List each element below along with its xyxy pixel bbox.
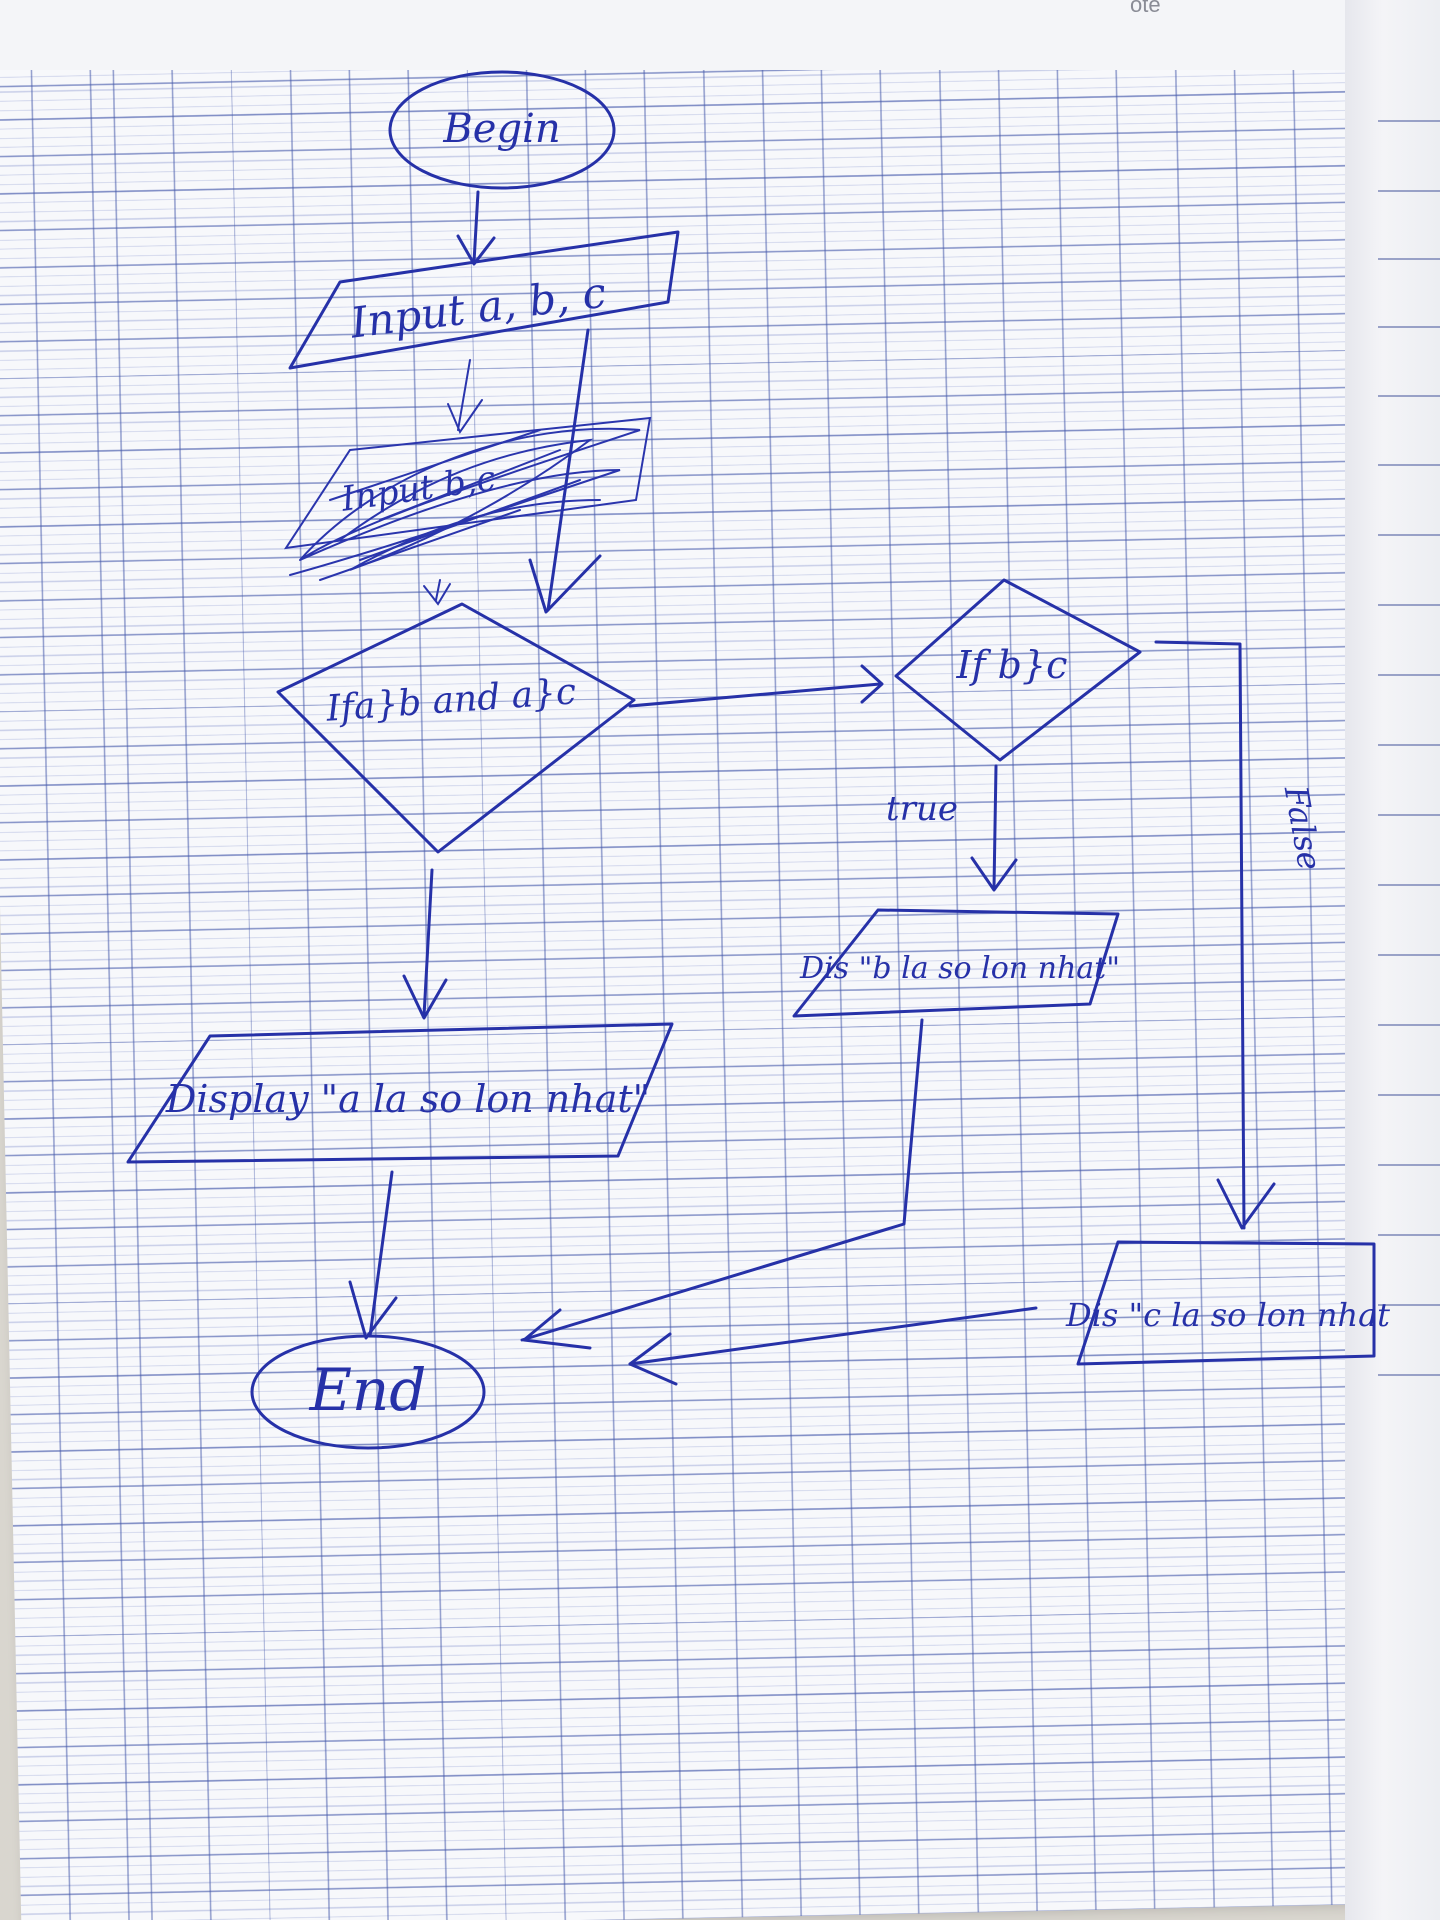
display-c-parallelogram: Dis "c la so lon nhat	[1065, 1240, 1390, 1366]
corner-print-text: ote	[1130, 0, 1161, 17]
display-a-label: Display "a la so lon nhat"	[165, 1077, 650, 1121]
arrow-input-to-decision1	[528, 328, 602, 614]
decision1-diamond: Ifa}b and a}c	[276, 602, 636, 854]
end-label: End	[309, 1356, 427, 1424]
true-label: true	[886, 789, 958, 829]
arrow-display-a-to-end	[348, 1170, 398, 1340]
decision2-label: If b}c	[956, 643, 1068, 687]
display-b-label: Dis "b la so lon nhat"	[799, 951, 1120, 986]
true-branch-arrow: true	[886, 764, 1018, 892]
arrow-display-b-to-end	[520, 1018, 924, 1350]
decision2-diamond: If b}c	[894, 578, 1142, 762]
paper-top-margin	[0, 0, 1440, 70]
adjacent-page-edge	[1345, 0, 1440, 1920]
display-a-parallelogram: Display "a la so lon nhat"	[126, 1022, 674, 1164]
decision1-label: Ifa}b and a}c	[324, 671, 577, 729]
arrow-display-c-to-end	[628, 1306, 1038, 1386]
end-terminal: End	[250, 1334, 486, 1450]
false-branch-arrow: False	[1154, 640, 1329, 1230]
display-c-label: Dis "c la so lon nhat	[1065, 1296, 1390, 1334]
arrow-begin-to-input	[456, 190, 496, 266]
arrow-decision1-to-decision2	[628, 664, 884, 708]
begin-label: Begin	[442, 106, 560, 152]
false-label: False	[1277, 782, 1329, 873]
arrow-decision1-to-display-a	[402, 868, 448, 1020]
crossed-out-input-block: Input b,c	[283, 359, 652, 606]
display-b-parallelogram: Dis "b la so lon nhat"	[792, 908, 1120, 1018]
begin-terminal: Begin	[388, 70, 616, 190]
